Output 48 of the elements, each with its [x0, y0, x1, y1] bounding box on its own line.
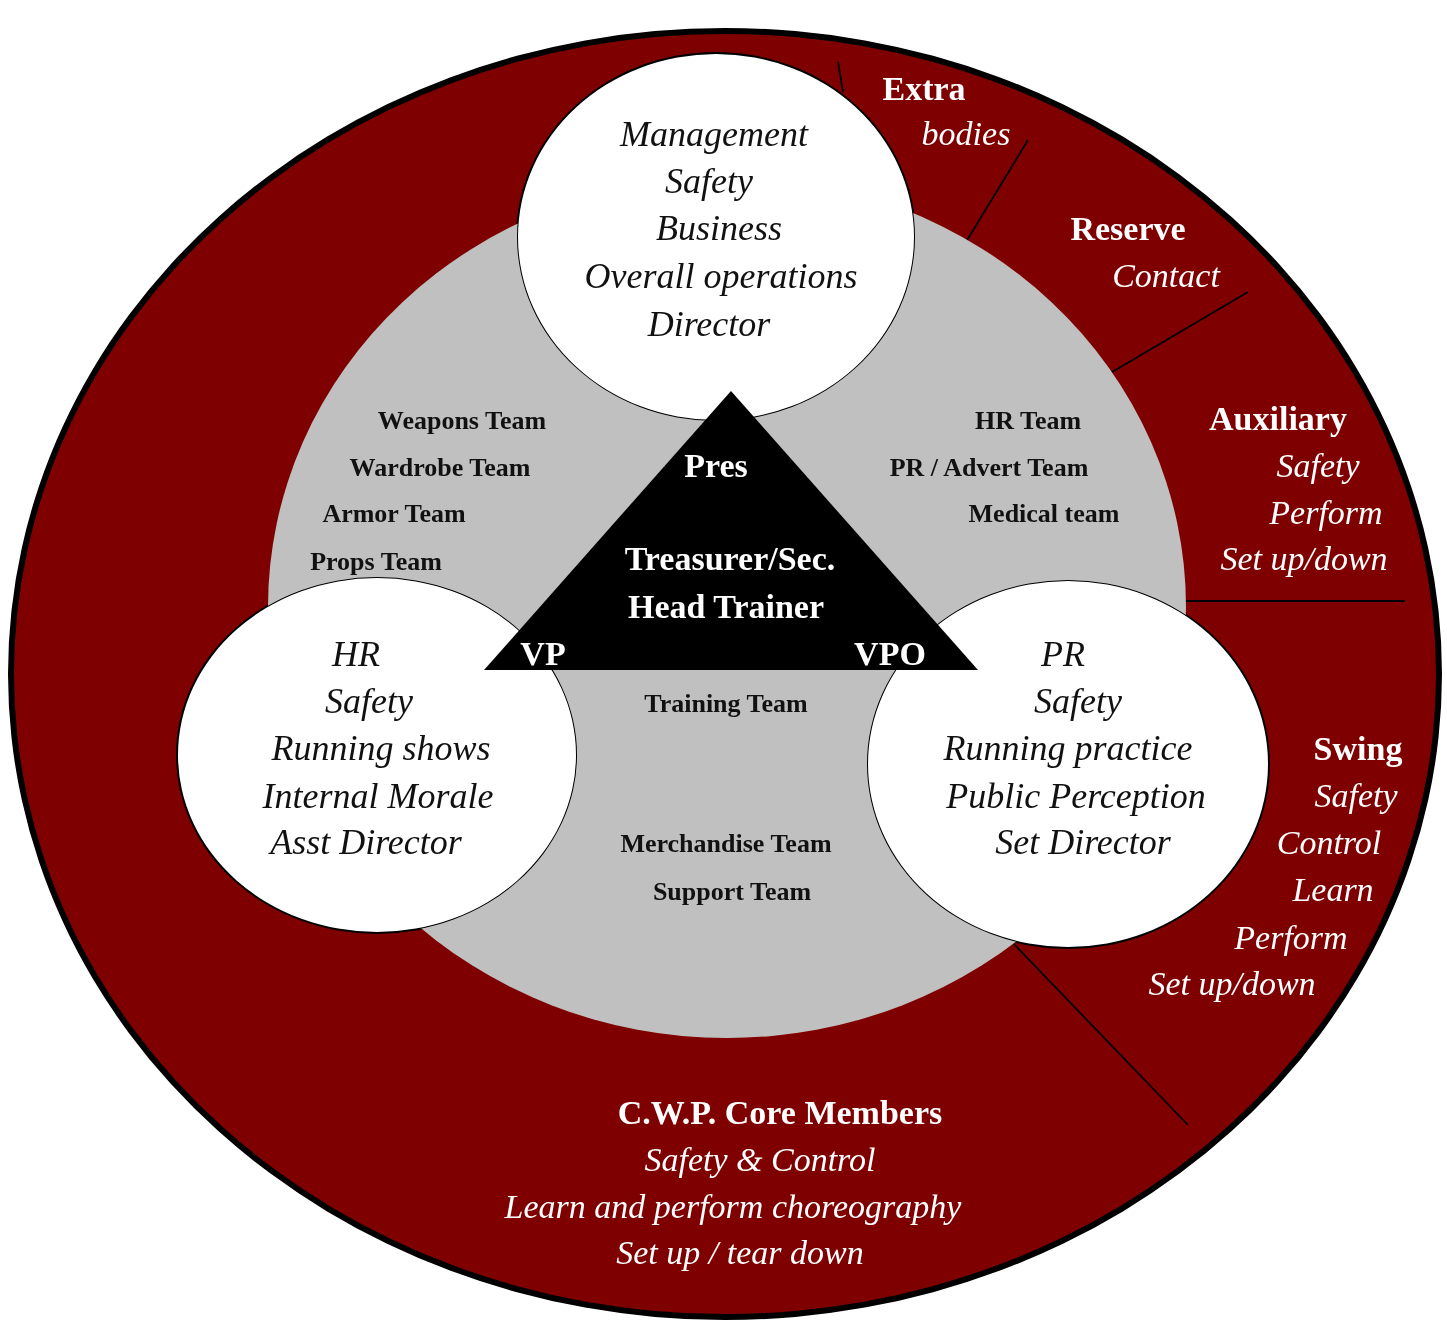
- role-text: Management: [620, 116, 808, 152]
- role-text: Safety: [665, 163, 753, 199]
- team-text: HR Team: [974, 408, 1082, 434]
- role-text: Learn and perform choreography: [504, 1190, 962, 1224]
- role-text: bodies: [921, 117, 1011, 151]
- team-text: Support Team: [652, 879, 812, 905]
- role-text: Asst Director: [270, 824, 462, 860]
- heading-text: Auxiliary: [1209, 402, 1347, 436]
- team-text: Props Team: [310, 549, 442, 575]
- heading-text: C.W.P. Core Members: [617, 1096, 943, 1130]
- heading-text: Reserve: [1070, 212, 1186, 246]
- heading-text: Swing: [1313, 732, 1403, 766]
- role-text: Set Director: [995, 824, 1171, 860]
- heading-text: Pres: [684, 449, 748, 483]
- role-text: Running shows: [271, 730, 491, 766]
- role-text: Safety: [1034, 683, 1122, 719]
- role-text: Director: [647, 306, 771, 342]
- heading-text: Extra: [882, 72, 966, 106]
- team-text: Armor Team: [322, 501, 466, 527]
- team-text: PR / Advert Team: [889, 455, 1089, 481]
- role-text: PR: [1041, 636, 1085, 672]
- role-text: Perform: [1234, 921, 1348, 955]
- team-text: Wardrobe Team: [349, 455, 531, 481]
- role-text: Safety: [1276, 449, 1360, 483]
- team-text: Weapons Team: [377, 408, 547, 434]
- team-text: Medical team: [968, 501, 1120, 527]
- heading-text: VPO: [854, 637, 926, 671]
- role-text: Set up / tear down: [616, 1236, 864, 1270]
- role-text: Running practice: [943, 730, 1193, 766]
- team-text: Merchandise Team: [620, 831, 832, 857]
- heading-text: VP: [520, 637, 566, 671]
- role-text: Learn: [1292, 873, 1374, 907]
- role-text: Overall operations: [584, 258, 858, 294]
- role-text: Public Perception: [946, 778, 1206, 814]
- team-text: Training Team: [644, 691, 808, 717]
- heading-text: Head Trainer: [627, 590, 825, 624]
- role-text: Set up/down: [1148, 967, 1316, 1001]
- role-text: Set up/down: [1220, 542, 1388, 576]
- role-text: Perform: [1269, 496, 1383, 530]
- role-text: Safety: [325, 683, 413, 719]
- role-text: Business: [656, 210, 782, 246]
- role-text: Safety & Control: [644, 1143, 876, 1177]
- role-text: HR: [332, 636, 380, 672]
- role-text: Safety: [1314, 779, 1398, 813]
- role-text: Contact: [1112, 259, 1220, 293]
- role-text: Control: [1276, 826, 1382, 860]
- heading-text: Treasurer/Sec.: [624, 542, 836, 576]
- role-text: Internal Morale: [262, 778, 494, 814]
